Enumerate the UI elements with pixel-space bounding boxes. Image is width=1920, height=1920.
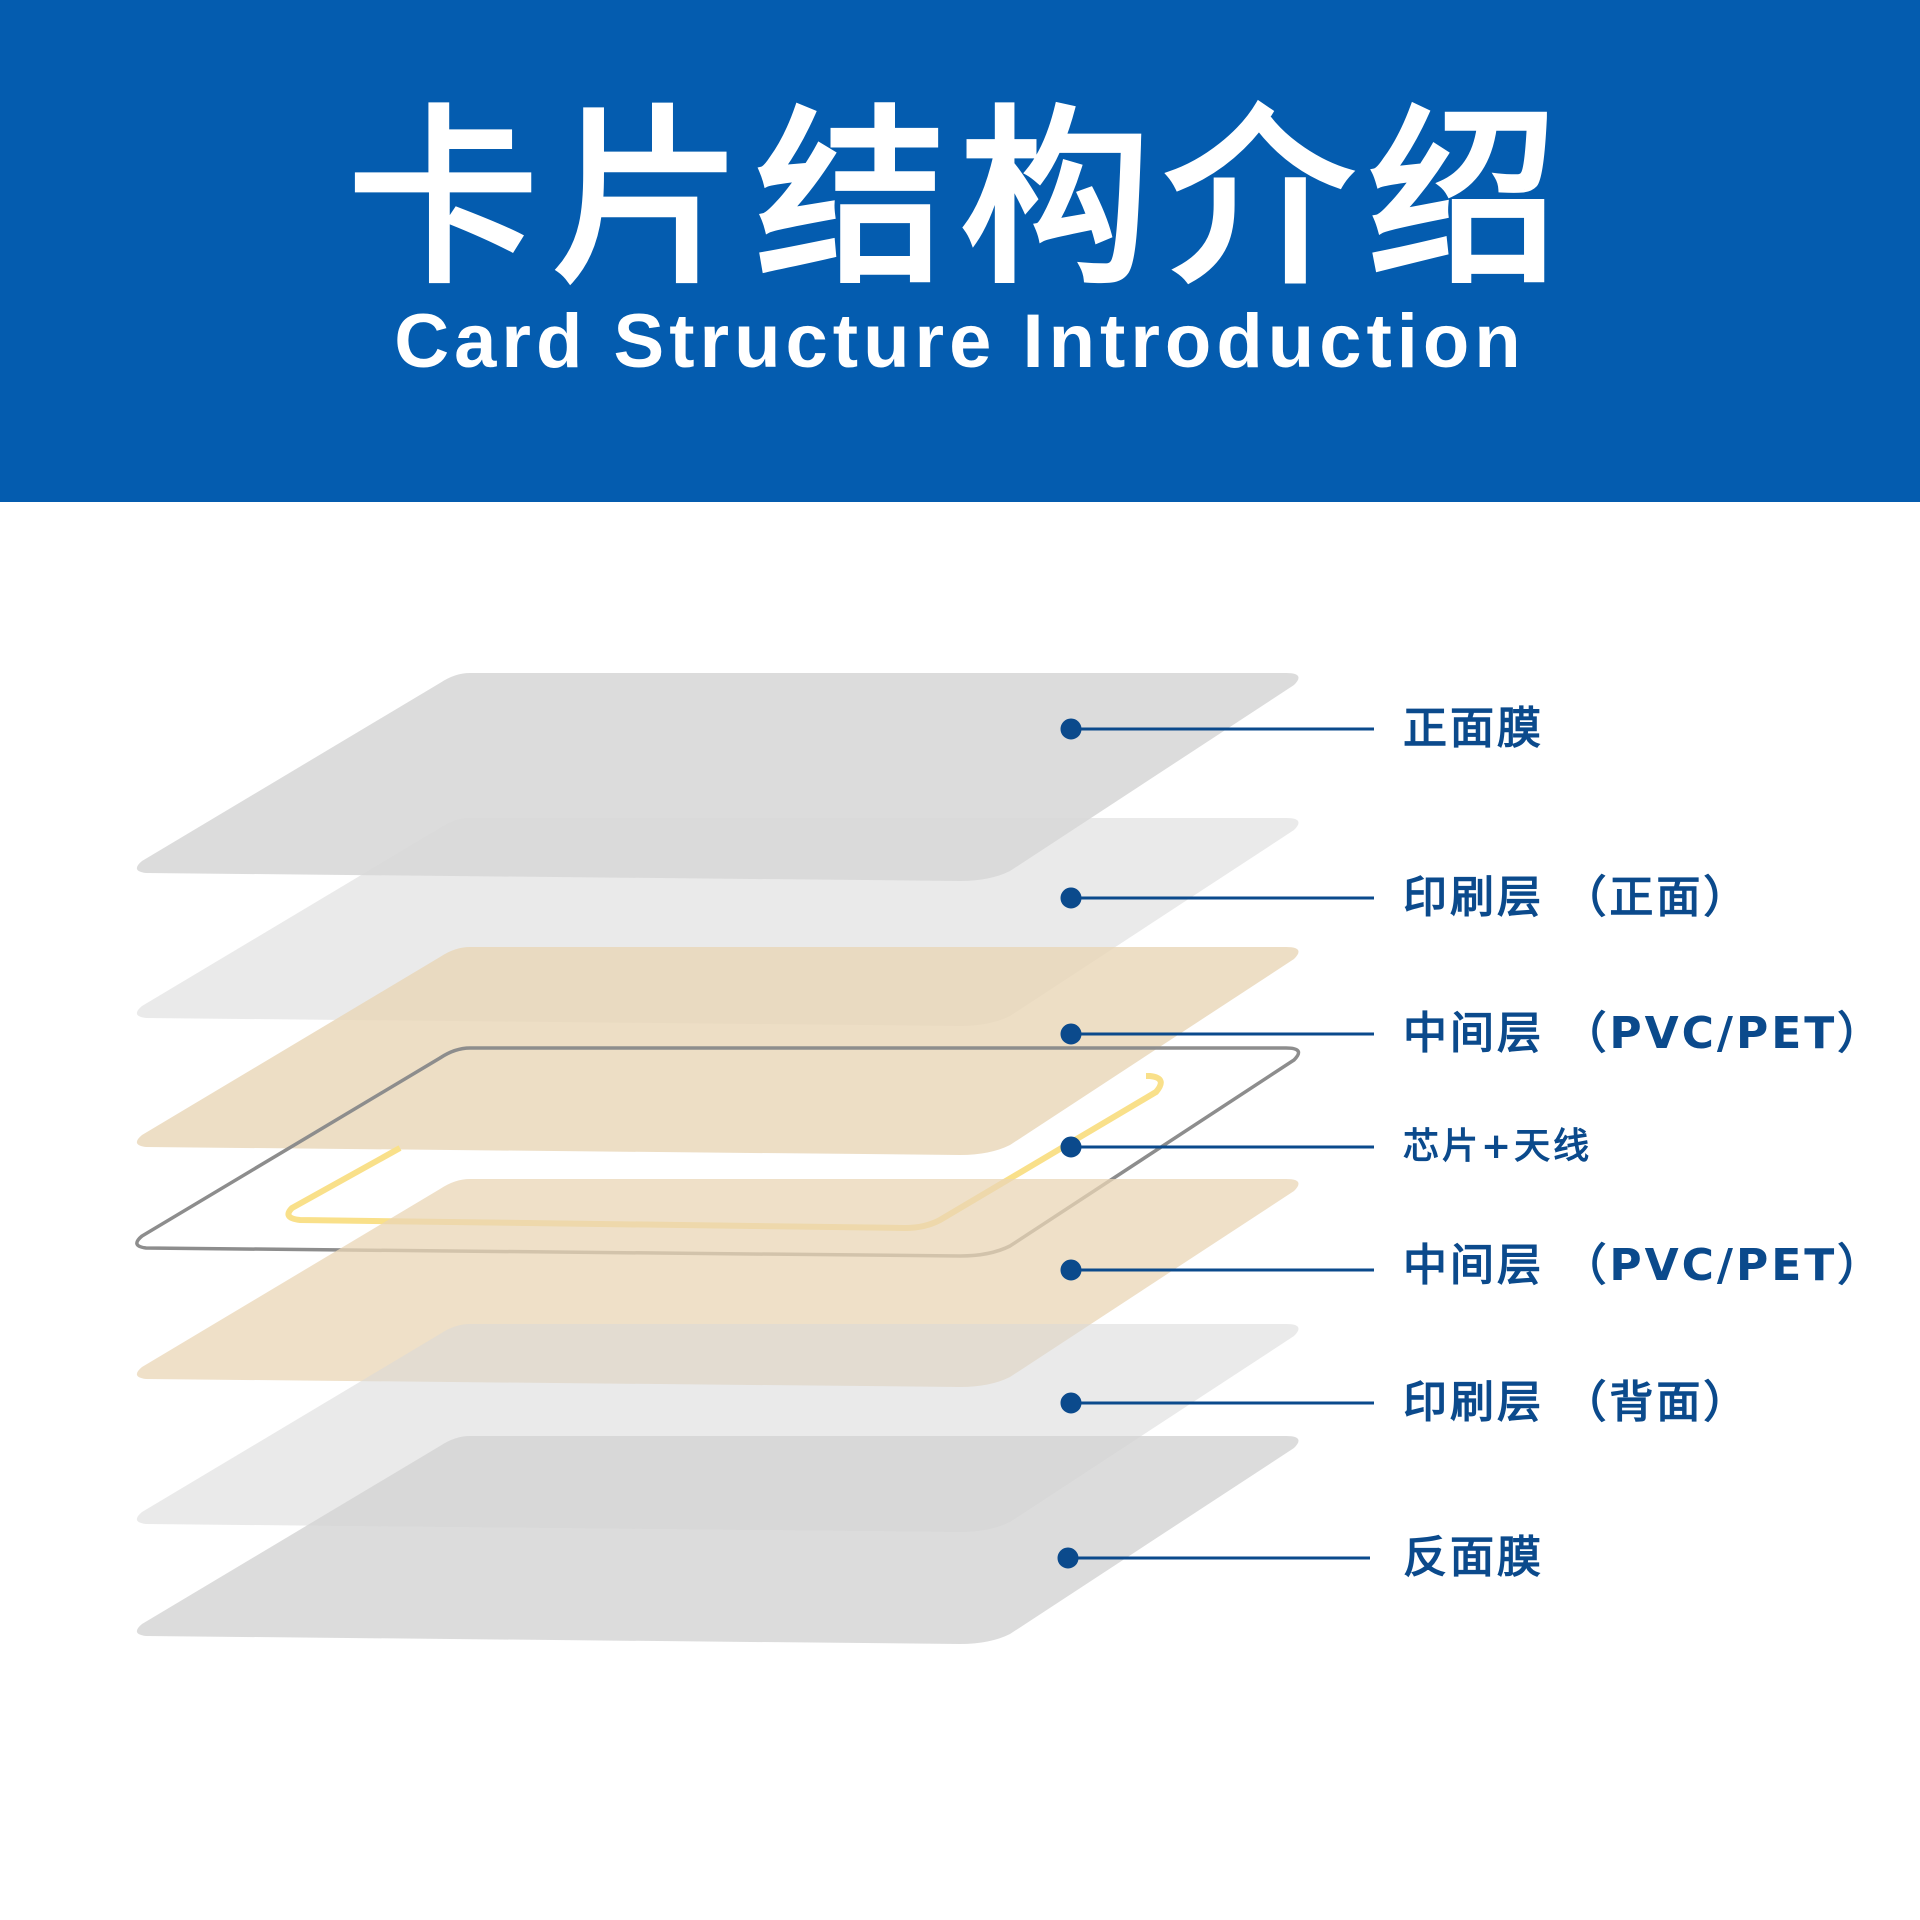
- leader-6: [1060, 1392, 1374, 1414]
- header-banner: 卡片结构介绍 Card Structure Introduction: [0, 0, 1920, 502]
- label-print-back: 印刷层 （背面）: [1403, 1377, 1751, 1428]
- label-middle-top: 中间层 （PVC/PET）: [1403, 1008, 1885, 1059]
- label-chip-antenna: 芯片+天线: [1403, 1126, 1593, 1167]
- leader-2: [1060, 887, 1374, 909]
- leader-5: [1060, 1259, 1374, 1281]
- leader-1: [1060, 718, 1374, 740]
- leader-7: [1057, 1547, 1370, 1569]
- label-middle-bottom: 中间层 （PVC/PET）: [1403, 1240, 1885, 1291]
- label-front-film: 正面膜: [1403, 703, 1544, 754]
- page-subtitle: Card Structure Introduction: [394, 299, 1526, 384]
- leader-4: [1060, 1136, 1374, 1158]
- leader-3: [1060, 1023, 1374, 1045]
- page-title: 卡片结构介绍: [347, 89, 1572, 310]
- label-print-front: 印刷层 （正面）: [1403, 872, 1751, 923]
- label-back-film: 反面膜: [1403, 1532, 1544, 1583]
